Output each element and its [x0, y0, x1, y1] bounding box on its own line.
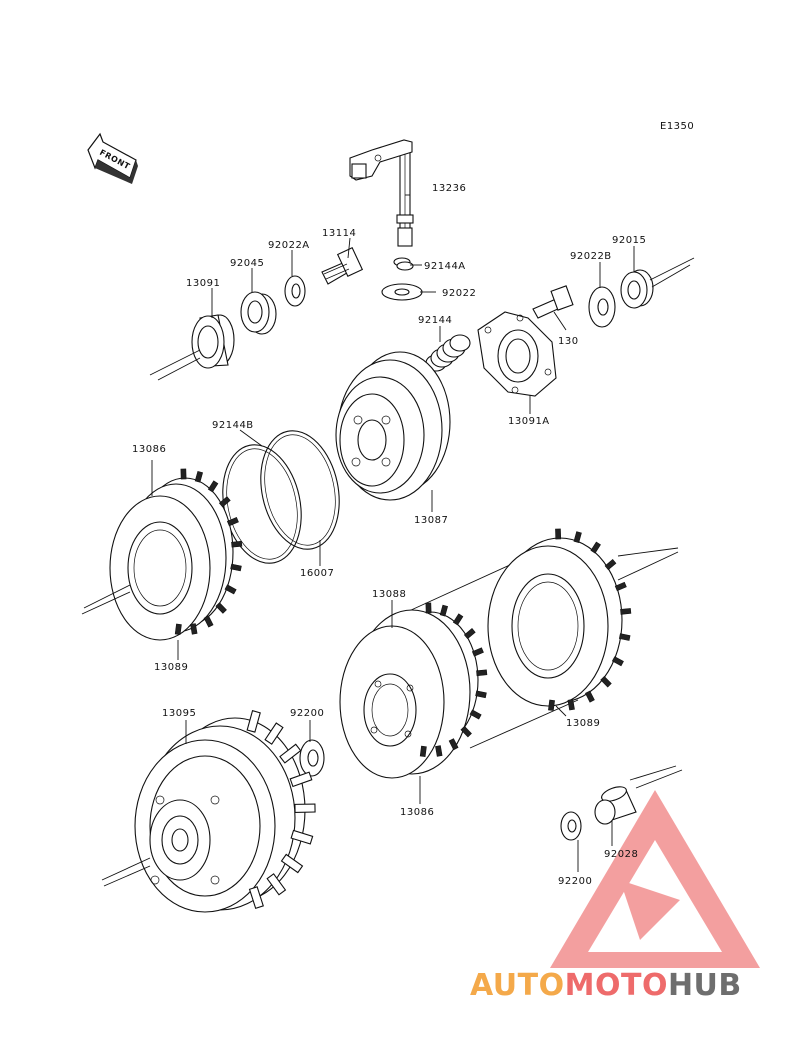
clutch-pack-center — [339, 528, 632, 779]
part-label-92144A: 92144A — [424, 261, 466, 272]
part-label-13087: 13087 — [414, 515, 448, 526]
plate-tab — [180, 468, 187, 480]
plate-tab — [590, 541, 601, 554]
watermark-text: AUTOMOTOHUB — [470, 968, 742, 1003]
washer-92022B — [588, 286, 616, 328]
watermark-logo-icon — [550, 790, 760, 968]
part-label-13089-right: 13089 — [566, 718, 600, 729]
leader-lines — [151, 194, 635, 872]
part-label-13086-upper: 13086 — [132, 444, 166, 455]
plate-tab — [611, 656, 624, 667]
plate-tab — [230, 563, 242, 572]
part-label-13091A: 13091A — [508, 416, 550, 427]
housing-fin — [266, 873, 287, 896]
part-label-92022A: 92022A — [268, 240, 310, 251]
plate-tab — [419, 745, 427, 758]
plate-tab — [604, 559, 617, 571]
watermark-auto: AUTO — [470, 968, 565, 1003]
bolt-13114 — [321, 247, 364, 285]
plate-tab — [190, 623, 198, 635]
plate-tab — [469, 709, 482, 720]
plate-tab — [475, 690, 487, 699]
plate-tab — [439, 604, 449, 617]
bolt-130 — [532, 285, 574, 319]
plate-tab — [620, 608, 632, 615]
part-label-92200-right: 92200 — [558, 876, 592, 887]
part-label-130: 130 — [558, 336, 579, 347]
part-label-13088: 13088 — [372, 589, 406, 600]
watermark-hub: HUB — [668, 968, 742, 1003]
plate-tab — [555, 528, 562, 540]
part-label-92144B: 92144B — [212, 420, 254, 431]
plate-tab — [548, 699, 555, 711]
washer-92022A — [284, 275, 306, 307]
part-label-13089-upper: 13089 — [154, 662, 188, 673]
housing-fin — [290, 829, 314, 845]
plate-tab — [224, 584, 237, 595]
housing-fin — [279, 743, 302, 764]
front-arrow-icon: FRONT — [87, 132, 138, 184]
plate-tab — [215, 602, 227, 614]
washer-92200 — [299, 739, 325, 777]
housing-fin — [294, 803, 316, 813]
plate-tab — [567, 699, 575, 711]
plate-tab — [471, 647, 484, 657]
plate-13091A — [477, 311, 557, 397]
spring-92144 — [425, 334, 471, 372]
plate-tab — [448, 738, 459, 751]
housing-fin — [248, 886, 264, 910]
plate-tab — [476, 669, 488, 677]
watermark-moto: MOTO — [565, 968, 668, 1003]
plate-tab — [460, 725, 472, 738]
housing-fin — [289, 771, 313, 788]
plate-tab — [435, 745, 443, 757]
part-label-13091: 13091 — [186, 278, 220, 289]
plate-tab — [600, 675, 612, 688]
push-lever-shaft — [349, 139, 414, 247]
plate-tab — [231, 540, 243, 548]
diagram-code: E1350 — [660, 121, 694, 132]
part-label-13086-lower: 13086 — [400, 807, 434, 818]
plate-tab — [174, 623, 182, 635]
housing-fin — [280, 853, 304, 874]
plate-tab — [226, 516, 239, 527]
plate-tab — [463, 628, 476, 640]
clutch-hub-13087 — [335, 351, 451, 501]
plate-tab — [425, 602, 432, 614]
plate-tab — [218, 496, 231, 508]
washer-92022 — [381, 283, 423, 301]
part-label-92015: 92015 — [612, 235, 646, 246]
nut-92015 — [620, 269, 654, 309]
part-label-92022B: 92022B — [570, 251, 612, 262]
plate-tab — [194, 470, 204, 483]
part-label-92200-center: 92200 — [290, 708, 324, 719]
plate-tab — [452, 613, 464, 626]
plate-tab — [584, 690, 595, 703]
spring-small — [393, 257, 414, 271]
part-label-92144: 92144 — [418, 315, 452, 326]
plate-tab — [618, 633, 631, 641]
housing-fin — [246, 710, 261, 733]
part-label-13095: 13095 — [162, 708, 196, 719]
housing-fin — [264, 722, 284, 745]
plate-tab — [614, 581, 627, 592]
plate-tab — [203, 615, 214, 628]
bearing-92045 — [240, 291, 277, 335]
part-label-13236: 13236 — [432, 183, 466, 194]
svg-text:AUTOMOTOHUB: AUTOMOTOHUB — [470, 968, 742, 1003]
cup-13091 — [191, 314, 235, 369]
clutch-housing-13095 — [134, 710, 316, 913]
part-label-92028: 92028 — [604, 849, 638, 860]
friction-plates-upper — [109, 468, 243, 641]
part-label-92045: 92045 — [230, 258, 264, 269]
part-label-13114: 13114 — [322, 228, 356, 239]
part-label-92022: 92022 — [442, 288, 476, 299]
part-label-16007: 16007 — [300, 568, 334, 579]
plate-tab — [573, 531, 582, 543]
sleeve-92028 — [560, 786, 637, 841]
plate-tab — [207, 480, 219, 493]
